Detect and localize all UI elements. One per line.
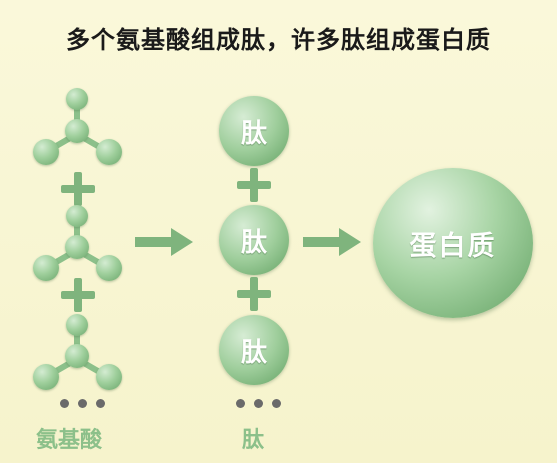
plus-icon — [237, 168, 271, 202]
caption-amino-acid: 氨基酸 — [36, 428, 103, 453]
peptide-ball-3: 肽 — [219, 315, 289, 385]
plus-icon — [61, 278, 95, 312]
arrow-right-icon — [135, 228, 193, 256]
peptide-ball-2: 肽 — [219, 205, 289, 275]
plus-icon — [237, 277, 271, 311]
atom — [65, 119, 89, 143]
atom — [96, 255, 122, 281]
peptide-ball-1: 肽 — [219, 96, 289, 166]
ellipsis-icon — [60, 399, 105, 408]
plus-icon — [61, 172, 95, 206]
atom — [66, 314, 88, 336]
caption-peptide: 肽 — [242, 428, 265, 453]
diagram-title: 多个氨基酸组成肽，许多肽组成蛋白质 — [66, 26, 491, 54]
atom — [33, 255, 59, 281]
atom — [96, 364, 122, 390]
atom — [66, 205, 88, 227]
atom — [33, 364, 59, 390]
atom — [96, 139, 122, 165]
atom — [66, 88, 88, 110]
protein-ball: 蛋白质 — [373, 168, 533, 318]
ellipsis-icon — [236, 399, 281, 408]
atom — [65, 235, 89, 259]
atom — [33, 139, 59, 165]
arrow-right-icon — [303, 228, 361, 256]
atom — [65, 344, 89, 368]
